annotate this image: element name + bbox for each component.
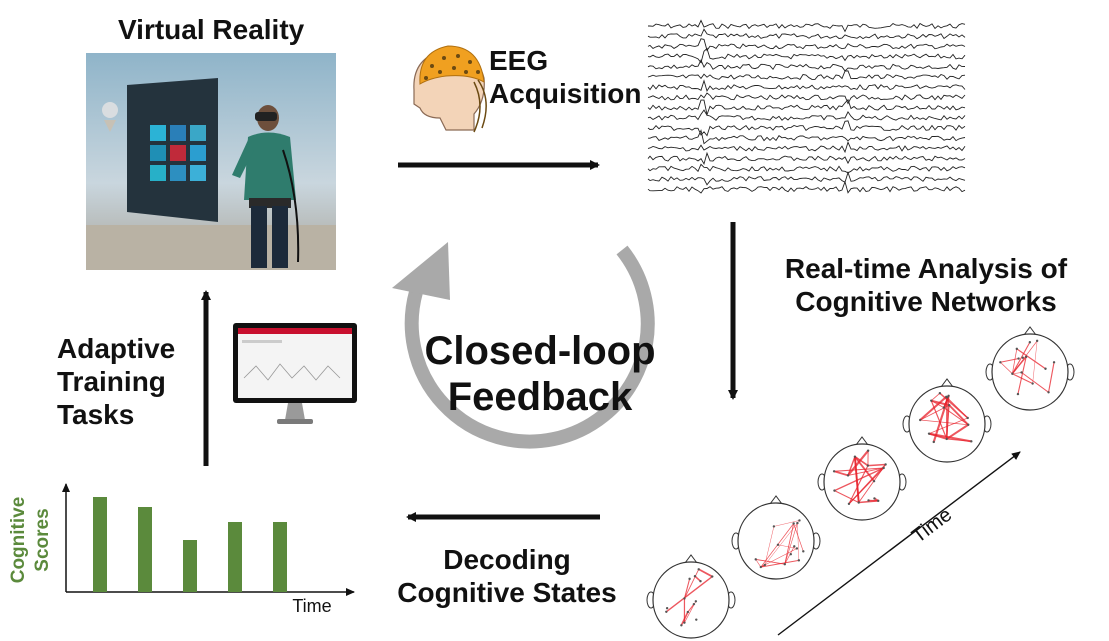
label-closed-loop: Closed-loop Feedback — [412, 328, 668, 420]
eeg-cap-head-icon — [413, 45, 487, 133]
brain-network-sequence — [646, 326, 1075, 639]
time-axis-arrow — [777, 451, 1021, 636]
label-adaptive-line2: Training — [57, 366, 166, 398]
vr-scene-image — [86, 53, 336, 270]
chart-x-label: Time — [292, 596, 331, 616]
label-decoding-states: Decoding Cognitive States — [384, 543, 630, 609]
label-adaptive-line1: Adaptive — [57, 333, 176, 364]
label-realtime-line2: Cognitive Networks — [795, 286, 1057, 318]
label-decoding-line2: Cognitive States — [397, 577, 617, 609]
eeg-trace — [647, 92, 966, 105]
brain-network-head-icon — [731, 495, 821, 580]
eeg-trace — [647, 171, 966, 186]
eeg-trace — [647, 109, 966, 121]
eeg-trace — [647, 59, 966, 72]
chart-bar — [183, 540, 197, 592]
label-decoding-line1: Decoding — [443, 544, 571, 575]
brain-network-head-icon — [646, 554, 736, 639]
closed-loop-arrow — [392, 242, 655, 449]
vr-tiles — [150, 125, 206, 181]
label-realtime-analysis: Real-time Analysis of Cognitive Networks — [770, 252, 1082, 318]
monitor-icon — [233, 323, 357, 424]
eeg-trace — [647, 38, 966, 52]
brain-network-head-icon — [902, 378, 992, 463]
chart-bar — [138, 507, 152, 592]
eeg-trace — [647, 28, 966, 40]
vr-user-figure — [232, 105, 300, 268]
label-adaptive-training: Adaptive Training Tasks — [57, 332, 175, 431]
eeg-trace — [647, 163, 966, 174]
eeg-trace — [648, 129, 966, 145]
label-eeg-acquisition: EEG Acquisition — [489, 44, 641, 110]
eeg-trace — [647, 180, 966, 194]
eeg-trace — [647, 151, 966, 166]
label-realtime-line1: Real-time Analysis of — [784, 253, 1068, 284]
eeg-trace — [648, 19, 966, 33]
chart-bar — [228, 522, 242, 592]
label-virtual-reality: Virtual Reality — [118, 14, 305, 45]
chart-bar — [273, 522, 287, 592]
eeg-trace — [647, 141, 966, 154]
label-closed-line1: Closed-loop — [424, 329, 656, 373]
label-adaptive-line3: Tasks — [57, 399, 135, 431]
brain-network-head-icon — [817, 436, 907, 521]
eeg-trace — [647, 47, 966, 64]
eeg-trace — [647, 98, 966, 117]
eeg-waveform-image — [647, 19, 966, 194]
label-eeg-line2: Acquisition — [489, 78, 642, 110]
brain-network-head-icon — [985, 326, 1075, 411]
label-eeg-line1: EEG — [489, 45, 549, 76]
chart-bar — [93, 497, 107, 592]
eeg-trace — [647, 120, 966, 137]
eeg-trace — [647, 79, 966, 92]
label-closed-line2: Feedback — [447, 375, 633, 419]
eeg-trace — [647, 70, 966, 80]
